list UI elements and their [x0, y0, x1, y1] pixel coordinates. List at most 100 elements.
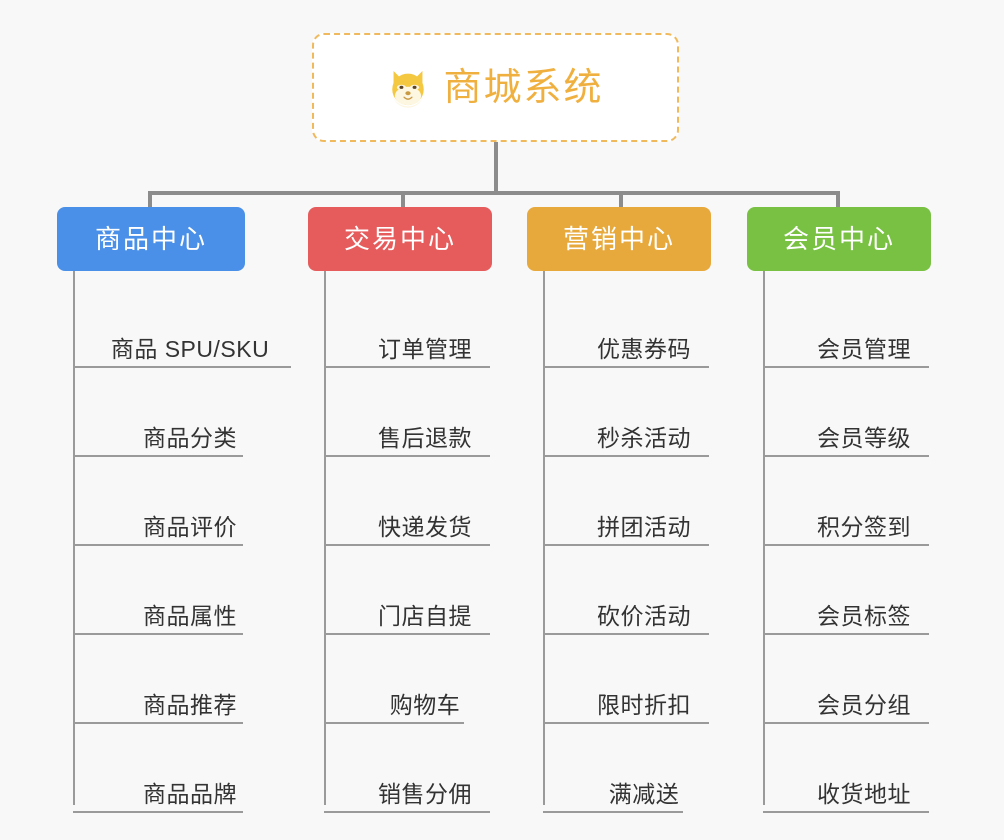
- column-member-center: 会员中心 会员管理 会员等级 积分签到 会员标签 会员分组: [747, 207, 965, 813]
- leaf-item[interactable]: 积分签到: [763, 457, 965, 546]
- leaf-underline: [763, 366, 929, 368]
- connector-horizontal-bus: [148, 191, 840, 195]
- leaf-underline: [763, 544, 929, 546]
- leaf-label: 商品分类: [143, 424, 237, 451]
- leaf-underline: [543, 633, 709, 635]
- leaf-item[interactable]: 限时折扣: [543, 635, 745, 724]
- leaf-label: 优惠券码: [597, 335, 691, 362]
- connector-drop-product-center: [148, 191, 152, 213]
- leaf-item[interactable]: 商品 SPU/SKU: [73, 279, 307, 368]
- leaf-item[interactable]: 会员管理: [763, 279, 965, 368]
- leaf-underline: [73, 633, 243, 635]
- leaf-list-member-center: 会员管理 会员等级 积分签到 会员标签 会员分组 收货地址: [747, 271, 965, 813]
- leaf-item[interactable]: 销售分佣: [324, 724, 526, 813]
- leaf-item[interactable]: 砍价活动: [543, 546, 745, 635]
- leaf-spine: [73, 271, 75, 805]
- leaf-item[interactable]: 优惠券码: [543, 279, 745, 368]
- leaf-item[interactable]: 订单管理: [324, 279, 526, 368]
- leaf-label: 限时折扣: [597, 691, 691, 718]
- leaf-label: 秒杀活动: [597, 424, 691, 451]
- leaf-list-marketing-center: 优惠券码 秒杀活动 拼团活动 砍价活动 限时折扣 满减送: [527, 271, 745, 813]
- leaf-item[interactable]: 会员标签: [763, 546, 965, 635]
- shiba-dog-icon: [387, 67, 429, 109]
- leaf-label: 销售分佣: [378, 780, 472, 807]
- leaf-underline: [543, 366, 709, 368]
- leaf-list-product-center: 商品 SPU/SKU 商品分类 商品评价 商品属性 商品推荐 商品品牌: [57, 271, 307, 813]
- category-label: 营销中心: [562, 224, 675, 254]
- leaf-label: 售后退款: [378, 424, 472, 451]
- leaf-item[interactable]: 收货地址: [763, 724, 965, 813]
- connector-drop-marketing-center: [619, 191, 623, 213]
- leaf-underline: [324, 633, 490, 635]
- leaf-spine: [763, 271, 765, 805]
- leaf-label: 收货地址: [817, 780, 911, 807]
- leaf-item[interactable]: 商品评价: [73, 457, 307, 546]
- category-header-product-center[interactable]: 商品中心: [57, 207, 245, 271]
- leaf-underline: [324, 722, 464, 724]
- leaf-item[interactable]: 秒杀活动: [543, 368, 745, 457]
- leaf-label: 快递发货: [378, 513, 472, 540]
- leaf-underline: [763, 633, 929, 635]
- connector-root-stem: [494, 142, 498, 194]
- connector-drop-member-center: [836, 191, 840, 213]
- leaf-item[interactable]: 门店自提: [324, 546, 526, 635]
- leaf-underline: [763, 811, 929, 813]
- leaf-label: 拼团活动: [597, 513, 691, 540]
- category-label: 交易中心: [343, 224, 456, 254]
- leaf-underline: [543, 811, 683, 813]
- leaf-item[interactable]: 快递发货: [324, 457, 526, 546]
- leaf-label: 满减送: [608, 780, 680, 807]
- leaf-item[interactable]: 拼团活动: [543, 457, 745, 546]
- leaf-label: 会员分组: [817, 691, 911, 718]
- leaf-label: 积分签到: [817, 513, 911, 540]
- leaf-underline: [763, 455, 929, 457]
- leaf-label: 会员标签: [817, 602, 911, 629]
- leaf-label: 会员管理: [817, 335, 911, 362]
- leaf-underline: [324, 544, 490, 546]
- leaf-item[interactable]: 售后退款: [324, 368, 526, 457]
- root-node-shop-system[interactable]: 商城系统: [312, 33, 679, 142]
- leaf-item[interactable]: 满减送: [543, 724, 745, 813]
- category-header-trade-center[interactable]: 交易中心: [308, 207, 492, 271]
- leaf-underline: [73, 366, 291, 368]
- leaf-label: 商品属性: [143, 602, 237, 629]
- leaf-item[interactable]: 商品品牌: [73, 724, 307, 813]
- leaf-underline: [73, 455, 243, 457]
- column-trade-center: 交易中心 订单管理 售后退款 快递发货 门店自提 购物车: [308, 207, 526, 813]
- category-header-member-center[interactable]: 会员中心: [747, 207, 931, 271]
- category-label: 会员中心: [782, 224, 895, 254]
- leaf-underline: [543, 455, 709, 457]
- leaf-underline: [324, 366, 490, 368]
- leaf-item[interactable]: 购物车: [324, 635, 526, 724]
- leaf-item[interactable]: 会员分组: [763, 635, 965, 724]
- leaf-item[interactable]: 商品属性: [73, 546, 307, 635]
- leaf-label: 门店自提: [378, 602, 472, 629]
- leaf-label: 订单管理: [378, 335, 472, 362]
- leaf-underline: [73, 544, 243, 546]
- column-product-center: 商品中心 商品 SPU/SKU 商品分类 商品评价 商品属性 商品推荐: [57, 207, 307, 813]
- leaf-underline: [543, 722, 709, 724]
- leaf-spine: [324, 271, 326, 805]
- root-title: 商城系统: [443, 66, 604, 109]
- leaf-underline: [73, 811, 243, 813]
- leaf-underline: [324, 455, 490, 457]
- leaf-label: 商品 SPU/SKU: [110, 335, 270, 362]
- leaf-label: 商品品牌: [143, 780, 237, 807]
- leaf-item[interactable]: 商品分类: [73, 368, 307, 457]
- leaf-underline: [543, 544, 709, 546]
- leaf-label: 商品推荐: [143, 691, 237, 718]
- category-header-marketing-center[interactable]: 营销中心: [527, 207, 711, 271]
- leaf-label: 会员等级: [817, 424, 911, 451]
- leaf-item[interactable]: 会员等级: [763, 368, 965, 457]
- leaf-item[interactable]: 商品推荐: [73, 635, 307, 724]
- leaf-underline: [73, 722, 243, 724]
- connector-drop-trade-center: [401, 191, 405, 213]
- leaf-spine: [543, 271, 545, 805]
- leaf-label: 购物车: [389, 691, 461, 718]
- leaf-underline: [324, 811, 490, 813]
- leaf-list-trade-center: 订单管理 售后退款 快递发货 门店自提 购物车 销售分佣: [308, 271, 526, 813]
- leaf-label: 砍价活动: [597, 602, 691, 629]
- leaf-label: 商品评价: [143, 513, 237, 540]
- category-label: 商品中心: [94, 224, 207, 254]
